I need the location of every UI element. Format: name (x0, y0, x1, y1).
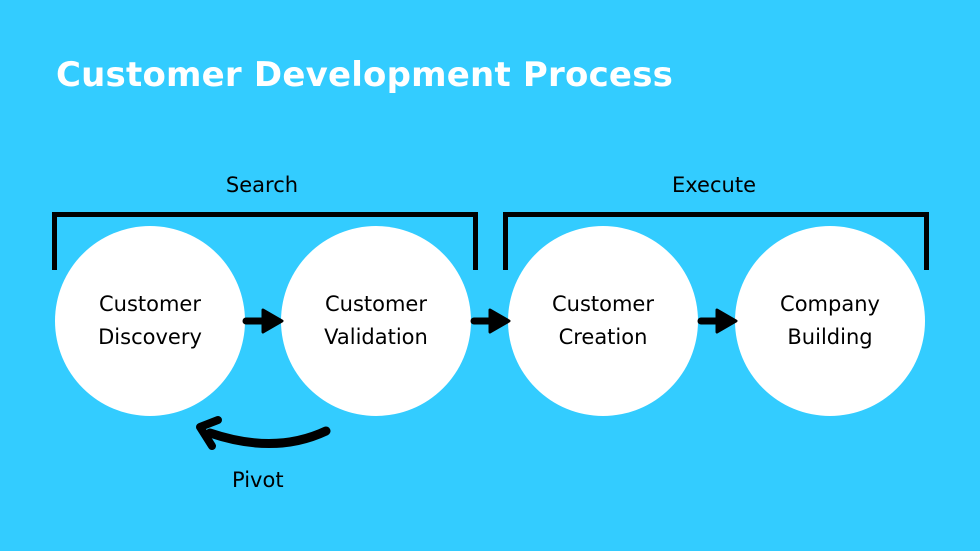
arrow-validation-to-creation (470, 308, 511, 334)
arrow-creation-to-building (697, 308, 738, 334)
stage-label: Customer Discovery (98, 292, 202, 349)
arrow-discovery-to-validation (242, 308, 284, 334)
stage-customer-creation: Customer Creation (508, 226, 698, 416)
stage-label: Company Building (780, 292, 880, 349)
group-label-search: Search (225, 173, 299, 197)
stage-company-building: Company Building (735, 226, 925, 416)
page-title: Customer Development Process (56, 55, 674, 95)
group-label-execute: Execute (672, 173, 756, 197)
stage-customer-validation: Customer Validation (281, 226, 471, 416)
execute-bracket (503, 212, 929, 270)
search-bracket (52, 212, 478, 270)
pivot-label: Pivot (232, 468, 284, 492)
stage-customer-discovery: Customer Discovery (55, 226, 245, 416)
pivot-arrow (196, 416, 331, 450)
stage-label: Customer Validation (324, 292, 428, 349)
stage-label: Customer Creation (551, 292, 654, 349)
